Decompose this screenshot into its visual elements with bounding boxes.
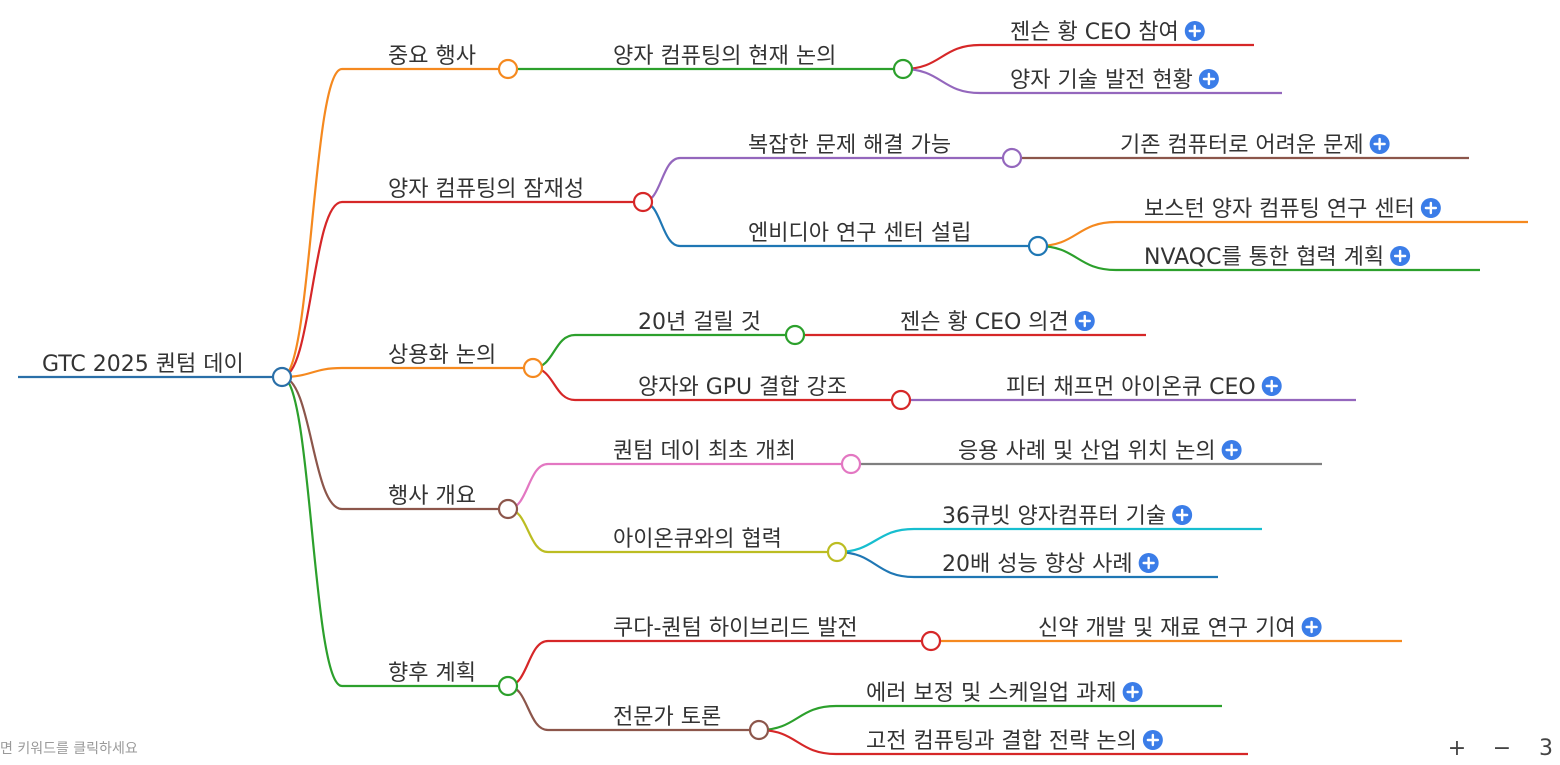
detail-label[interactable]: 젠슨 황 CEO 참여 bbox=[1010, 20, 1179, 45]
branch-connector bbox=[281, 67, 343, 379]
root-node[interactable] bbox=[271, 366, 293, 388]
root-label[interactable]: GTC 2025 퀀텀 데이 bbox=[42, 352, 244, 377]
detail-label[interactable]: 젠슨 황 CEO 의견 bbox=[900, 310, 1069, 335]
branch-connector bbox=[281, 375, 343, 511]
branch-node[interactable] bbox=[497, 675, 519, 697]
expand-plus-icon[interactable] bbox=[1420, 198, 1441, 218]
expand-plus-icon[interactable] bbox=[1369, 134, 1390, 154]
subtopic-node[interactable] bbox=[892, 58, 914, 80]
detail-connector bbox=[902, 67, 981, 95]
detail-label[interactable]: 보스턴 양자 컴퓨팅 연구 센터 bbox=[1144, 197, 1415, 222]
detail-label[interactable]: NVAQC를 통한 협력 계획 bbox=[1144, 245, 1384, 270]
subtopic-label[interactable]: 복잡한 문제 해결 가능 bbox=[748, 133, 951, 158]
subtopic-node[interactable] bbox=[826, 541, 848, 563]
expand-plus-icon[interactable] bbox=[1261, 376, 1282, 396]
subtopic-label[interactable]: 아이온큐와의 협력 bbox=[613, 527, 782, 552]
subtopic-label[interactable]: 양자와 GPU 결합 강조 bbox=[638, 375, 847, 400]
expand-plus-icon[interactable] bbox=[1074, 311, 1095, 331]
detail-connector bbox=[758, 728, 837, 756]
zoom-out-button[interactable]: − bbox=[1492, 736, 1512, 761]
expand-plus-icon[interactable] bbox=[1301, 617, 1322, 637]
detail-connector bbox=[758, 704, 837, 732]
hint-text: 면 키워드를 클릭하세요 bbox=[0, 741, 138, 757]
expand-plus-icon[interactable] bbox=[1184, 21, 1205, 41]
subtopic-label[interactable]: 양자 컴퓨팅의 현재 논의 bbox=[613, 44, 836, 69]
subtopic-node[interactable] bbox=[840, 453, 862, 475]
detail-label[interactable]: 기존 컴퓨터로 어려운 문제 bbox=[1120, 133, 1364, 158]
detail-connector bbox=[836, 550, 915, 579]
expand-plus-icon[interactable] bbox=[1122, 682, 1143, 702]
detail-label[interactable]: 신약 개발 및 재료 연구 기여 bbox=[1038, 616, 1296, 641]
detail-label[interactable]: 응용 사례 및 산업 위치 논의 bbox=[958, 439, 1216, 464]
branch-label[interactable]: 상용화 논의 bbox=[388, 343, 496, 368]
subtopic-node[interactable] bbox=[748, 719, 770, 741]
detail-connector bbox=[836, 527, 915, 554]
branch-node[interactable] bbox=[632, 191, 654, 213]
detail-label[interactable]: 20배 성능 향상 사례 bbox=[942, 552, 1133, 577]
detail-label[interactable]: 피터 채프먼 아이온큐 CEO bbox=[1006, 375, 1256, 400]
branch-label[interactable]: 향후 계획 bbox=[388, 661, 476, 686]
subtopic-label[interactable]: 전문가 토론 bbox=[613, 705, 721, 730]
subtopic-node[interactable] bbox=[784, 324, 806, 346]
zoom-in-button[interactable]: + bbox=[1447, 736, 1467, 761]
branch-connector bbox=[281, 375, 343, 688]
subtopic-label[interactable]: 엔비디아 연구 센터 설립 bbox=[748, 221, 971, 246]
subtopic-node[interactable] bbox=[1027, 235, 1049, 257]
expand-plus-icon[interactable] bbox=[1142, 730, 1163, 750]
subtopic-label[interactable]: 20년 걸릴 것 bbox=[638, 310, 761, 335]
branch-label[interactable]: 행사 개요 bbox=[388, 484, 476, 509]
detail-label[interactable]: 양자 기술 발전 현황 bbox=[1010, 68, 1193, 93]
branch-connector bbox=[281, 200, 343, 379]
detail-label[interactable]: 고전 컴퓨팅과 결합 전략 논의 bbox=[866, 729, 1137, 754]
branch-node[interactable] bbox=[497, 498, 519, 520]
expand-plus-icon[interactable] bbox=[1172, 505, 1193, 525]
branch-label[interactable]: 양자 컴퓨팅의 잠재성 bbox=[388, 177, 584, 202]
expand-plus-icon[interactable] bbox=[1138, 553, 1159, 573]
detail-label[interactable]: 에러 보정 및 스케일업 과제 bbox=[866, 681, 1117, 706]
subtopic-node[interactable] bbox=[920, 630, 942, 652]
branch-node[interactable] bbox=[497, 58, 519, 80]
detail-label[interactable]: 36큐빗 양자컴퓨터 기술 bbox=[942, 504, 1166, 529]
subtopic-label[interactable]: 쿠다-퀀텀 하이브리드 발전 bbox=[613, 616, 858, 641]
expand-plus-icon[interactable] bbox=[1221, 440, 1242, 460]
branch-label[interactable]: 중요 행사 bbox=[388, 44, 476, 69]
detail-connector bbox=[902, 43, 981, 71]
expand-plus-icon[interactable] bbox=[1390, 246, 1411, 266]
subtopic-label[interactable]: 퀀텀 데이 최초 개최 bbox=[613, 439, 796, 464]
expand-plus-icon[interactable] bbox=[1198, 69, 1219, 89]
subtopic-node[interactable] bbox=[1001, 147, 1023, 169]
fit-view-button[interactable]: 3 bbox=[1539, 736, 1553, 761]
branch-node[interactable] bbox=[522, 357, 544, 379]
detail-connector bbox=[1037, 244, 1117, 272]
subtopic-node[interactable] bbox=[890, 389, 912, 411]
detail-connector bbox=[1037, 220, 1117, 248]
